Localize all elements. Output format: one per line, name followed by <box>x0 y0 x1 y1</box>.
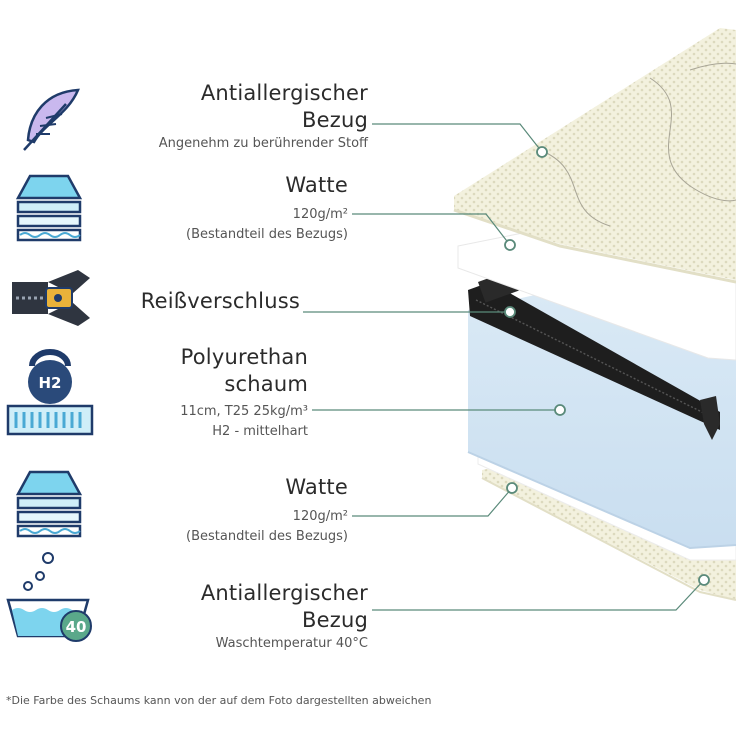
layer-title: Watte <box>285 475 348 499</box>
layer-subtitle: 11cm, T25 25kg/m³ <box>180 404 308 419</box>
layer-title: Polyurethan <box>180 345 308 369</box>
layer-title: Watte <box>285 173 348 197</box>
layer-label-batting-top: Watte 120g/m² (Bestandteil des Bezugs) <box>186 172 348 245</box>
layer-subtitle: 120g/m² <box>292 207 348 222</box>
layer-subtitle: H2 - mittelhart <box>212 424 308 439</box>
batting-layers-icon <box>15 174 83 242</box>
layer-subtitle: (Bestandteil des Bezugs) <box>186 227 348 242</box>
feather-icon <box>23 88 80 151</box>
layer-label-cover-bottom: Antiallergischer Bezug Waschtemperatur 4… <box>201 580 368 654</box>
layer-label-foam: Polyurethan schaum 11cm, T25 25kg/m³ H2 … <box>180 344 308 442</box>
layer-subtitle: (Bestandteil des Bezugs) <box>186 529 348 544</box>
layer-title: Bezug <box>302 608 368 632</box>
layer-subtitle: Waschtemperatur 40°C <box>215 636 368 651</box>
layer-title: Reißverschluss <box>140 289 300 313</box>
layer-label-batting-bottom: Watte 120g/m² (Bestandteil des Bezugs) <box>186 474 348 547</box>
layer-title: Antiallergischer <box>200 81 368 105</box>
layer-subtitle: Angenehm zu berührender Stoff <box>158 136 368 151</box>
wash-basin-icon: 40 <box>6 552 92 642</box>
kettlebell-foam-icon: H2 <box>6 349 94 436</box>
foam-hardness-badge: H2 <box>39 374 62 392</box>
layer-label-zipper: Reißverschluss <box>141 288 300 315</box>
layer-title: Antiallergischer <box>200 581 368 605</box>
wash-temperature-badge: 40 <box>66 618 87 636</box>
zipper-icon <box>12 270 90 326</box>
layer-title: Bezug <box>302 108 368 132</box>
color-disclaimer-footnote: *Die Farbe des Schaums kann von der auf … <box>6 694 432 707</box>
layer-subtitle: 120g/m² <box>292 509 348 524</box>
batting-layers-icon <box>15 470 83 538</box>
leader-markers <box>504 146 710 586</box>
layer-title: schaum <box>224 372 308 396</box>
top-cover-layer <box>454 28 736 280</box>
leader-lines <box>303 123 705 611</box>
layer-label-cover-top: Antiallergischer Bezug Angenehm zu berüh… <box>159 80 368 154</box>
